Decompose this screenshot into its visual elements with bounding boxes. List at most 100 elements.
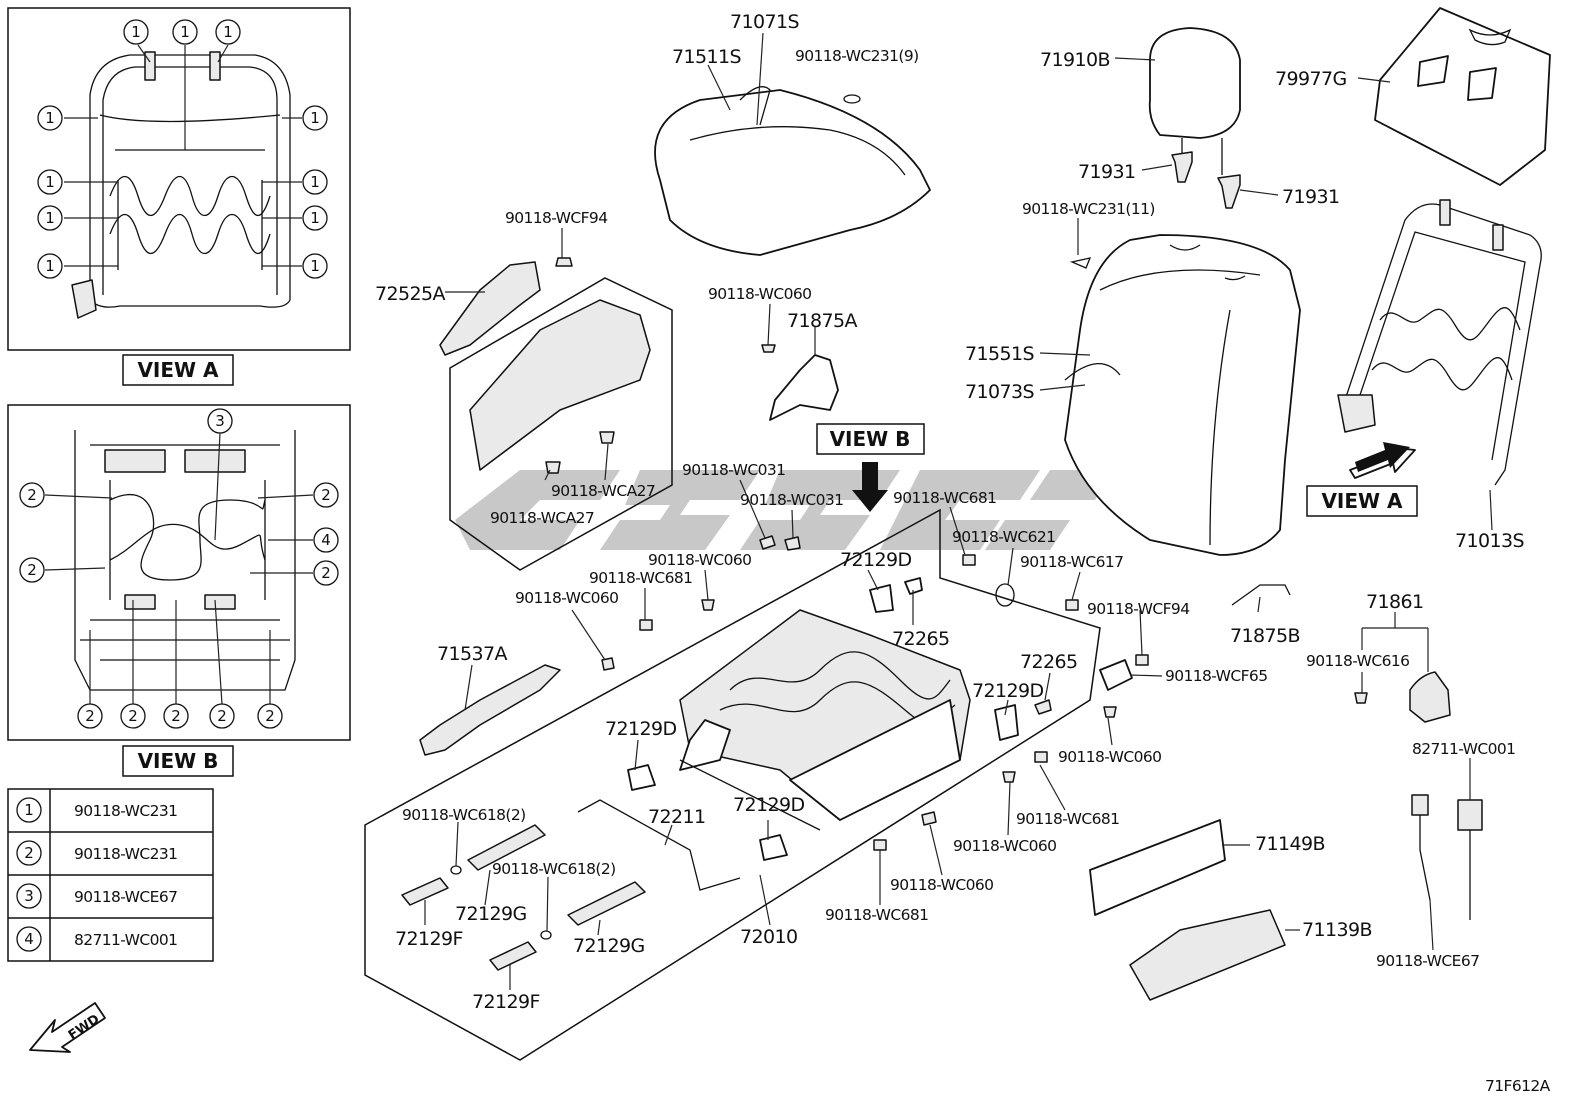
svg-text:1: 1 [310, 209, 320, 227]
svg-text:1: 1 [45, 109, 55, 127]
svg-text:1: 1 [45, 257, 55, 275]
label-72129D-c: 72129D [605, 718, 676, 740]
view-b-marker-2i: 2 [257, 630, 283, 729]
label-71551S: 71551S [965, 343, 1034, 365]
part-labels: 71071S 71511S 90118-WC231(9) 71910B 7997… [375, 11, 1525, 1013]
view-b-pointer: VIEW B [816, 423, 925, 512]
svg-text:90118-WC231: 90118-WC231 [74, 845, 177, 863]
label-72129F-b: 72129F [472, 991, 540, 1013]
view-b-marker-2b: 2 [257, 482, 339, 508]
label-90118-WC031-b: 90118-WC031 [740, 491, 843, 509]
view-b-markers: 3 2 2 4 2 2 2 2 2 2 2 [19, 408, 339, 729]
svg-text:2: 2 [85, 707, 95, 725]
svg-text:1: 1 [45, 173, 55, 191]
side-shield-bracket [439, 261, 541, 356]
label-90118-WC060-b: 90118-WC060 [648, 551, 751, 569]
view-b-marker-2h: 2 [209, 599, 235, 729]
label-90118-WC031-a: 90118-WC031 [682, 461, 785, 479]
label-72265-b: 72265 [1020, 651, 1077, 673]
view-a-marker-4: 1 [37, 105, 98, 131]
svg-text:1: 1 [310, 109, 320, 127]
svg-text:3: 3 [215, 412, 225, 430]
view-b-marker-2c: 2 [19, 557, 106, 583]
seatback-cover [1064, 234, 1301, 556]
svg-text:VIEW B: VIEW B [830, 427, 911, 451]
label-71861: 71861 [1366, 591, 1423, 613]
view-b-caption: VIEW B [122, 745, 234, 777]
label-72211: 72211 [648, 806, 705, 828]
label-90118-WC621: 90118-WC621 [952, 528, 1055, 546]
label-72129F-a: 72129F [395, 928, 463, 950]
view-b-marker-2a: 2 [19, 482, 113, 508]
label-71931-b: 71931 [1282, 186, 1339, 208]
legend-row-3: 3 90118-WCE67 [16, 883, 178, 909]
svg-text:4: 4 [321, 531, 331, 549]
label-72129D-b: 72129D [972, 680, 1043, 702]
svg-text:90118-WCE67: 90118-WCE67 [74, 888, 177, 906]
seat-frame [679, 609, 971, 831]
svg-text:1: 1 [45, 209, 55, 227]
label-72265-a: 72265 [892, 628, 949, 650]
label-90118-WCF65: 90118-WCF65 [1165, 667, 1267, 685]
label-90118-WC616: 90118-WC616 [1306, 652, 1409, 670]
label-71013S: 71013S [1455, 530, 1524, 552]
view-b-inset [7, 404, 351, 741]
svg-text:2: 2 [128, 707, 138, 725]
view-b-marker-2e: 2 [77, 630, 103, 729]
harness-71875a [769, 354, 839, 421]
view-a-marker-3: 1 [215, 19, 241, 63]
seatback-frame [1337, 199, 1542, 486]
label-90118-WC060-e: 90118-WC060 [953, 837, 1056, 855]
label-90118-WC618-a: 90118-WC618(2) [402, 806, 526, 824]
svg-text:1: 1 [310, 257, 320, 275]
label-90118-WCF94-b: 90118-WCF94 [1087, 600, 1189, 618]
svg-text:VIEW A: VIEW A [137, 358, 219, 382]
svg-text:1: 1 [180, 23, 190, 41]
trim-71861 [1409, 671, 1451, 723]
hog-ring-11 [1069, 257, 1092, 269]
svg-text:1: 1 [131, 23, 141, 41]
view-b-marker-3: 3 [207, 408, 233, 541]
seat-cushion-cover [654, 86, 931, 256]
slider-pieces [401, 824, 646, 971]
label-90118-WCE67: 90118-WCE67 [1376, 952, 1479, 970]
cover-71139b [1129, 909, 1286, 1001]
leader-lines [424, 32, 1493, 990]
label-90118-WC681-a: 90118-WC681 [893, 489, 996, 507]
svg-text:82711-WC001: 82711-WC001 [74, 931, 177, 949]
label-90118-WC681-c: 90118-WC681 [1016, 810, 1119, 828]
label-90118-WC618-b: 90118-WC618(2) [492, 860, 616, 878]
view-a-markers: 1 1 1 1 1 1 1 1 1 1 1 [37, 19, 328, 279]
svg-text:3: 3 [24, 887, 34, 905]
seat-side-group-box [449, 277, 673, 571]
svg-text:1: 1 [310, 173, 320, 191]
label-72129D-a: 72129D [840, 549, 911, 571]
seatback-pad [1374, 7, 1551, 186]
label-79977G: 79977G [1275, 68, 1347, 90]
view-a-marker-11: 1 [262, 253, 328, 279]
seat-frame-group-box [364, 508, 1101, 1061]
label-90118-WC231-9: 90118-WC231(9) [795, 47, 919, 65]
harness-71875b [1231, 584, 1291, 606]
label-71139B: 71139B [1302, 919, 1372, 941]
label-82711-WC001: 82711-WC001 [1412, 740, 1515, 758]
view-a-marker-10: 1 [37, 253, 118, 279]
label-71073S: 71073S [965, 381, 1034, 403]
label-71071S: 71071S [730, 11, 799, 33]
rod-72211 [577, 799, 741, 891]
diagram-code: 71F612A [1485, 1077, 1551, 1095]
hog-ring-9 [843, 94, 861, 104]
label-71910B: 71910B [1040, 49, 1110, 71]
svg-text:VIEW A: VIEW A [1321, 489, 1403, 513]
label-90118-WC060-c: 90118-WC060 [515, 589, 618, 607]
headrest [1148, 27, 1241, 209]
svg-text:2: 2 [171, 707, 181, 725]
label-71537A: 71537A [437, 643, 507, 665]
view-b-marker-2d: 2 [250, 560, 339, 586]
label-90118-WC681-b: 90118-WC681 [589, 569, 692, 587]
view-a-marker-6: 1 [37, 169, 118, 195]
